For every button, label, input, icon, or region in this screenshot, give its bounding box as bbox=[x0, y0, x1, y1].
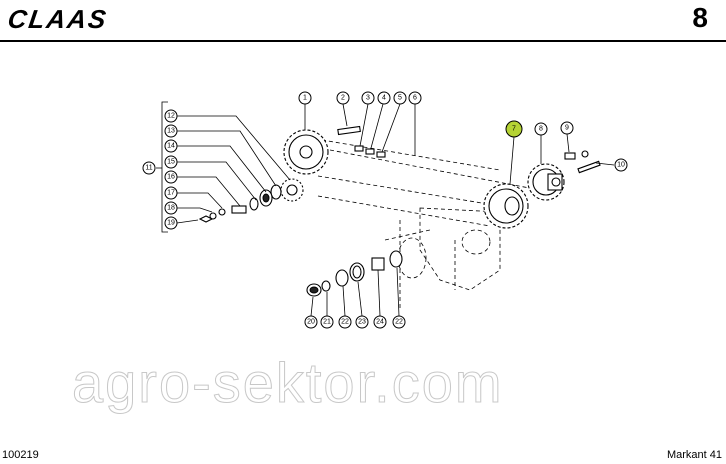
callout-13: 13 bbox=[164, 124, 178, 138]
callout-23: 23 bbox=[355, 315, 369, 329]
callout-22a: 22 bbox=[338, 315, 352, 329]
document-code: 100219 bbox=[2, 449, 39, 461]
svg-text:22: 22 bbox=[341, 319, 349, 326]
callout-5: 5 bbox=[393, 91, 407, 105]
svg-text:17: 17 bbox=[167, 190, 175, 197]
svg-text:19: 19 bbox=[167, 220, 175, 227]
callout-8: 8 bbox=[534, 122, 548, 136]
callout-10: 10 bbox=[614, 158, 628, 172]
svg-text:13: 13 bbox=[167, 128, 175, 135]
svg-text:20: 20 bbox=[307, 319, 315, 326]
svg-text:14: 14 bbox=[167, 143, 175, 150]
svg-text:21: 21 bbox=[323, 319, 331, 326]
callout-19: 19 bbox=[164, 216, 178, 230]
callout-18: 18 bbox=[164, 201, 178, 215]
svg-text:5: 5 bbox=[398, 95, 402, 102]
svg-text:22: 22 bbox=[395, 319, 403, 326]
callout-24: 24 bbox=[373, 315, 387, 329]
machine-model: Markant 41 bbox=[666, 449, 722, 461]
callout-2: 2 bbox=[336, 91, 350, 105]
svg-text:8: 8 bbox=[539, 126, 543, 133]
svg-text:2: 2 bbox=[341, 95, 345, 102]
callout-3: 3 bbox=[361, 91, 375, 105]
callout-15: 15 bbox=[164, 155, 178, 169]
svg-text:18: 18 bbox=[167, 205, 175, 212]
bolt-part-17 bbox=[198, 205, 247, 223]
svg-text:11: 11 bbox=[145, 165, 152, 172]
svg-text:12: 12 bbox=[167, 113, 175, 120]
lower-parts-20-24 bbox=[306, 250, 403, 297]
callout-16: 16 bbox=[164, 170, 178, 184]
callout-9: 9 bbox=[560, 121, 574, 135]
chain-link-parts-2-6 bbox=[337, 125, 386, 158]
svg-text:10: 10 bbox=[617, 162, 625, 169]
small-sprocket-part-12 bbox=[280, 178, 304, 202]
svg-text:4: 4 bbox=[382, 95, 386, 102]
key-parts-9-10 bbox=[564, 150, 601, 174]
svg-text:6: 6 bbox=[413, 95, 417, 102]
callout-6: 6 bbox=[408, 91, 422, 105]
svg-text:23: 23 bbox=[358, 319, 366, 326]
callout-14: 14 bbox=[164, 139, 178, 153]
svg-text:3: 3 bbox=[366, 95, 370, 102]
hub-sprocket-part-8 bbox=[527, 163, 565, 201]
svg-text:16: 16 bbox=[167, 174, 175, 181]
callout-17: 17 bbox=[164, 186, 178, 200]
callout-1: 1 bbox=[298, 91, 312, 105]
callout-22b: 22 bbox=[392, 315, 406, 329]
sprocket-part-7 bbox=[483, 183, 529, 229]
bearing-parts-13-15 bbox=[249, 184, 282, 211]
callout-7-highlighted: 7 bbox=[505, 120, 523, 138]
callout-21: 21 bbox=[320, 315, 334, 329]
svg-text:24: 24 bbox=[376, 319, 384, 326]
svg-text:1: 1 bbox=[303, 95, 307, 102]
sprocket-part-1 bbox=[283, 129, 329, 175]
watermark: agro-sektor.com bbox=[72, 351, 504, 415]
callout-4: 4 bbox=[377, 91, 391, 105]
header-divider bbox=[0, 40, 726, 42]
svg-text:15: 15 bbox=[167, 159, 175, 166]
svg-text:9: 9 bbox=[565, 125, 569, 132]
page-number: 8 bbox=[692, 2, 708, 33]
callout-12: 12 bbox=[164, 109, 178, 123]
svg-text:7: 7 bbox=[512, 126, 516, 133]
callout-11: 11 bbox=[142, 161, 156, 175]
callout-20: 20 bbox=[304, 315, 318, 329]
